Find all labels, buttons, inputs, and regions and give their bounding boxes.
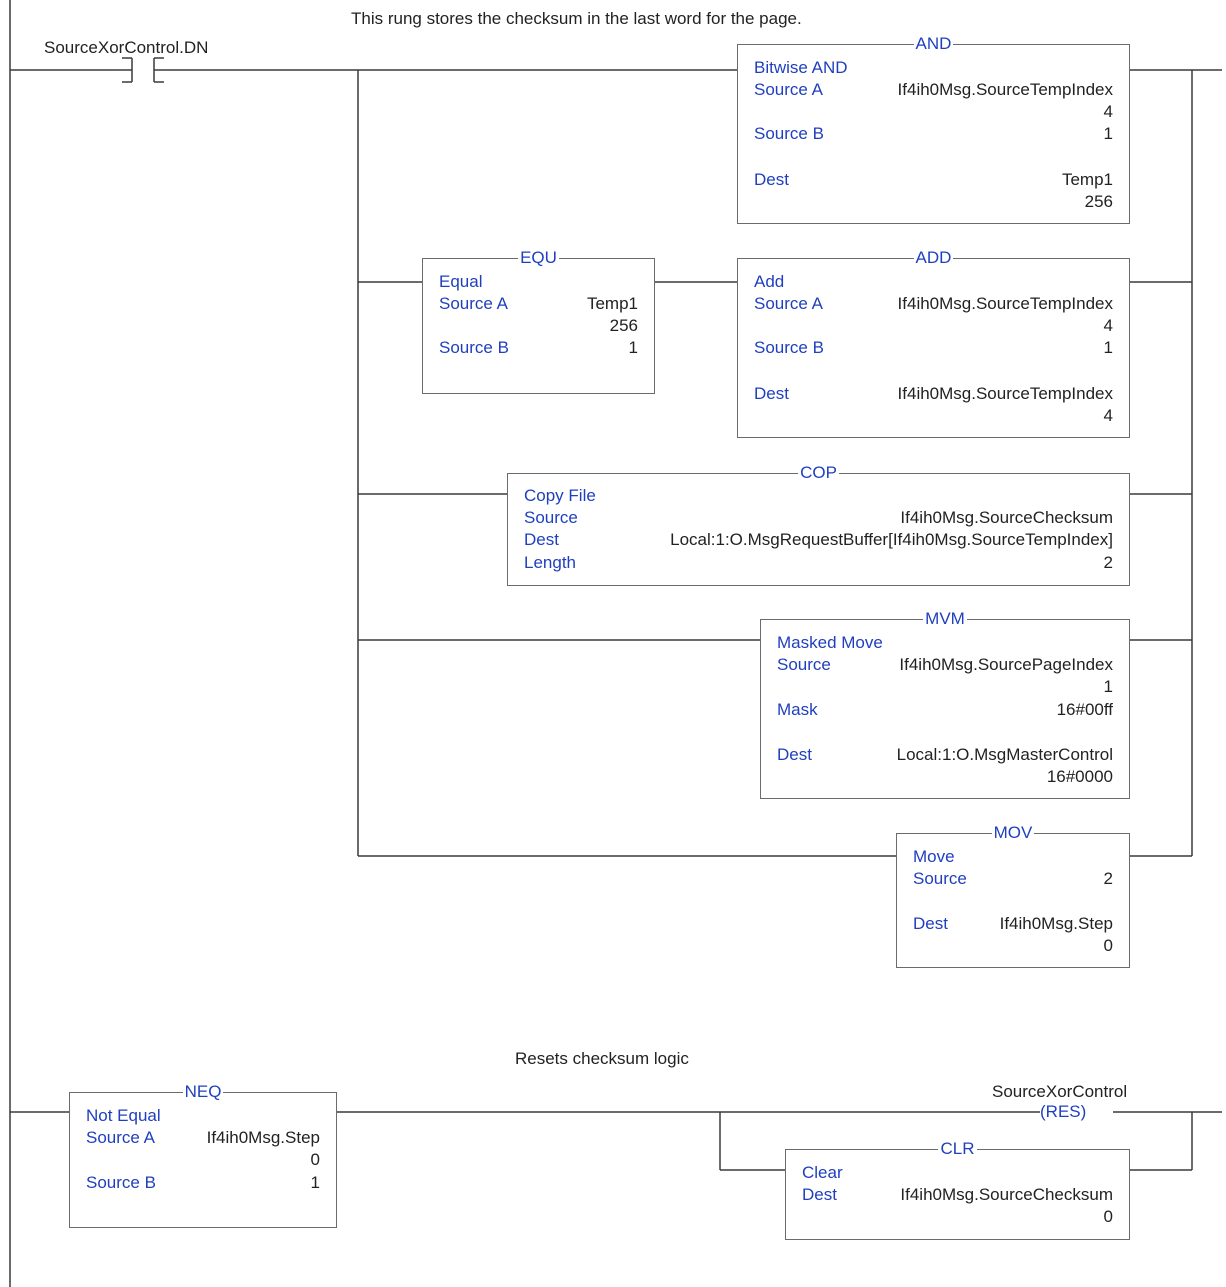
cop-source-label: Source [524, 508, 578, 527]
mvm-instruction-block[interactable]: MVM Masked Move Source If4ih0Msg.SourceP… [760, 609, 1130, 799]
clr-desc: Clear [802, 1163, 843, 1182]
and-source-b-label: Source B [754, 124, 824, 143]
mvm-dest-label: Dest [777, 745, 812, 764]
neq-source-a-tag[interactable]: If4ih0Msg.Step [206, 1128, 320, 1147]
and-source-a-tag[interactable]: If4ih0Msg.SourceTempIndex [897, 80, 1113, 99]
add-dest-value: 4 [1103, 406, 1113, 425]
clr-block-title: CLR [938, 1139, 977, 1158]
cop-dest-tag[interactable]: Local:1:O.MsgRequestBuffer[If4ih0Msg.Sou… [670, 530, 1113, 549]
res-coil-tag[interactable]: SourceXorControl [992, 1082, 1128, 1101]
add-instruction-block[interactable]: ADD Add Source A If4ih0Msg.SourceTempInd… [737, 248, 1130, 438]
mvm-source-tag[interactable]: If4ih0Msg.SourcePageIndex [899, 655, 1113, 674]
add-source-b-value[interactable]: 1 [1103, 338, 1113, 357]
equ-source-b-label: Source B [439, 338, 509, 357]
clr-dest-label: Dest [802, 1185, 837, 1204]
mov-source-label: Source [913, 869, 967, 888]
cop-block-title: COP [798, 463, 839, 482]
clr-dest-value: 0 [1103, 1207, 1113, 1226]
neq-source-a-label: Source A [86, 1128, 155, 1147]
and-source-a-value: 4 [1103, 102, 1113, 121]
res-coil[interactable]: (RES) [1040, 1101, 1087, 1123]
mov-block-title: MOV [991, 823, 1035, 842]
add-source-a-label: Source A [754, 294, 823, 313]
mov-dest-value: 0 [1103, 936, 1113, 955]
equ-desc: Equal [439, 272, 483, 291]
and-instruction-block[interactable]: AND Bitwise AND Source A If4ih0Msg.Sourc… [737, 34, 1130, 224]
neq-block-title: NEQ [182, 1082, 224, 1101]
equ-source-a-tag[interactable]: Temp1 [586, 294, 638, 313]
add-source-a-value: 4 [1103, 316, 1113, 335]
add-dest-tag[interactable]: If4ih0Msg.SourceTempIndex [897, 384, 1113, 403]
add-dest-label: Dest [754, 384, 789, 403]
add-desc: Add [754, 272, 785, 291]
and-dest-value: 256 [1084, 192, 1113, 211]
neq-source-b-value[interactable]: 1 [310, 1173, 320, 1192]
mov-source-value[interactable]: 2 [1103, 869, 1113, 888]
equ-source-a-label: Source A [439, 294, 508, 313]
mvm-dest-tag[interactable]: Local:1:O.MsgMasterControl [896, 745, 1113, 764]
mvm-source-value: 1 [1103, 677, 1113, 696]
mvm-source-label: Source [777, 655, 831, 674]
neq-instruction-block[interactable]: NEQ Not Equal Source A If4ih0Msg.Step 0 … [69, 1082, 337, 1228]
cop-length-value[interactable]: 2 [1103, 553, 1113, 572]
and-source-a-label: Source A [754, 80, 823, 99]
add-source-a-tag[interactable]: If4ih0Msg.SourceTempIndex [897, 294, 1113, 313]
mov-instruction-block[interactable]: MOV Move Source 2 Dest If4ih0Msg.Step 0 [896, 823, 1130, 968]
rung2-comment: Resets checksum logic [515, 1049, 689, 1068]
contact-tag[interactable]: SourceXorControl.DN [44, 38, 209, 57]
add-source-b-label: Source B [754, 338, 824, 357]
and-dest-tag[interactable]: Temp1 [1061, 170, 1113, 189]
mov-dest-label: Dest [913, 914, 948, 933]
add-block-title: ADD [913, 248, 954, 267]
cop-desc: Copy File [524, 486, 596, 505]
cop-source-tag[interactable]: If4ih0Msg.SourceChecksum [900, 508, 1113, 527]
and-source-b-value[interactable]: 1 [1103, 124, 1113, 143]
cop-dest-label: Dest [524, 530, 559, 549]
mvm-desc: Masked Move [777, 633, 883, 652]
equ-block-title: EQU [518, 248, 559, 267]
mov-dest-tag[interactable]: If4ih0Msg.Step [999, 914, 1113, 933]
and-desc: Bitwise AND [754, 58, 848, 77]
mov-desc: Move [913, 847, 955, 866]
equ-instruction-block[interactable]: EQU Equal Source A Temp1 256 Source B 1 [422, 248, 655, 394]
clr-instruction-block[interactable]: CLR Clear Dest If4ih0Msg.SourceChecksum … [785, 1139, 1130, 1240]
neq-source-b-label: Source B [86, 1173, 156, 1192]
and-dest-label: Dest [754, 170, 789, 189]
mvm-dest-value: 16#0000 [1046, 767, 1113, 786]
cop-length-label: Length [524, 553, 576, 572]
neq-source-a-value: 0 [310, 1150, 320, 1169]
mvm-block-title: MVM [923, 609, 967, 628]
neq-desc: Not Equal [86, 1106, 161, 1125]
and-block-title: AND [913, 34, 954, 53]
cop-instruction-block[interactable]: COP Copy File Source If4ih0Msg.SourceChe… [507, 463, 1130, 586]
clr-dest-tag[interactable]: If4ih0Msg.SourceChecksum [900, 1185, 1113, 1204]
rung1-comment: This rung stores the checksum in the las… [351, 9, 802, 28]
mvm-mask-value[interactable]: 16#00ff [1056, 700, 1113, 719]
mvm-mask-label: Mask [777, 700, 818, 719]
equ-source-a-value: 256 [609, 316, 638, 335]
equ-source-b-value[interactable]: 1 [628, 338, 638, 357]
